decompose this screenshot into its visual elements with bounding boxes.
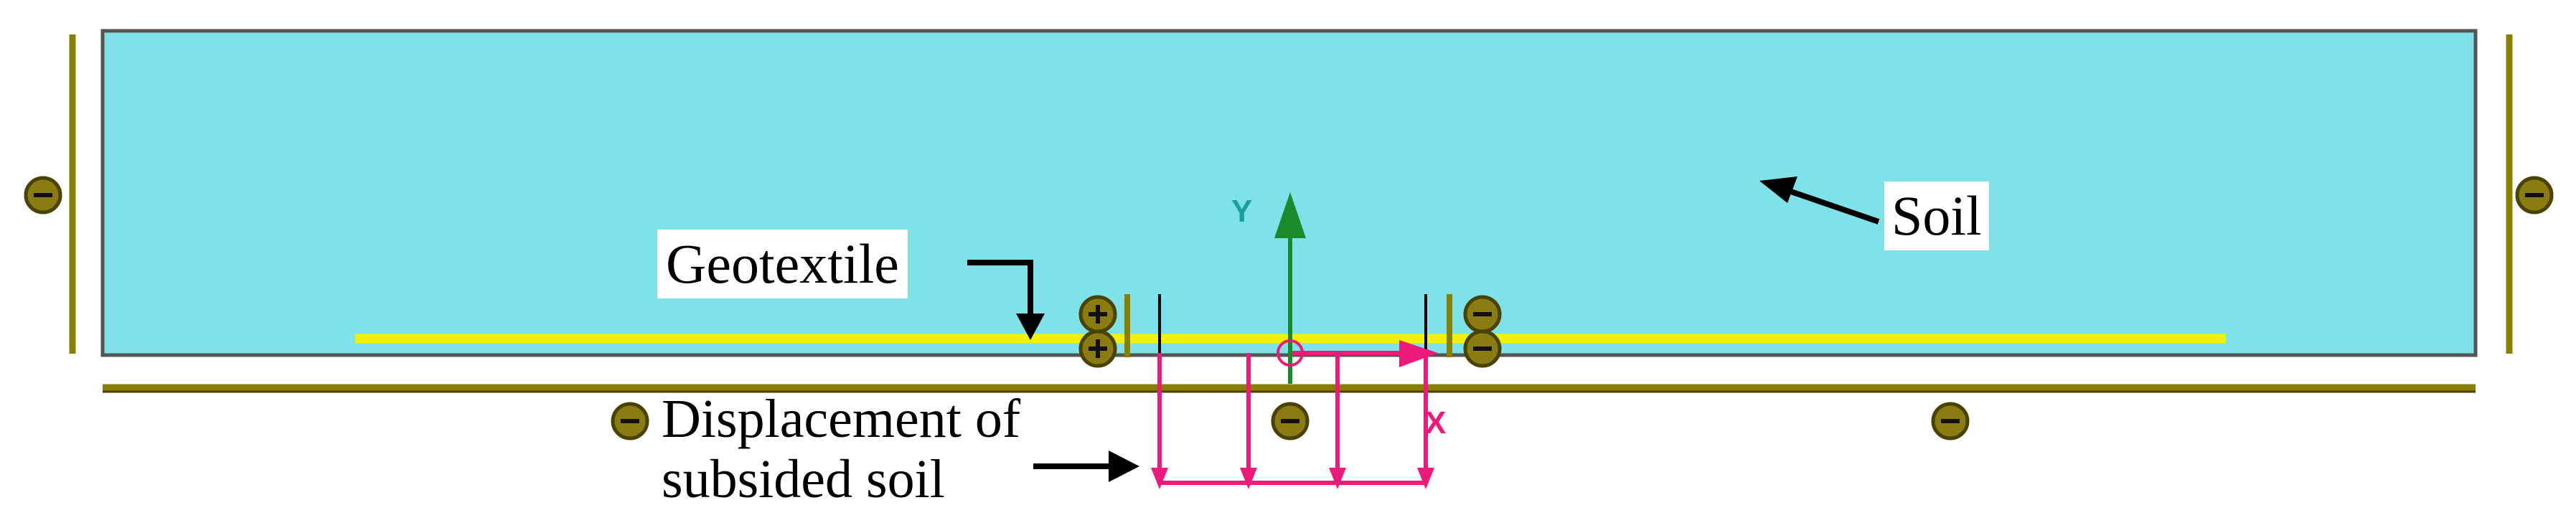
soil-pointer-arrow — [1759, 176, 1880, 225]
x-axis-label: X — [1425, 405, 1447, 440]
y-axis-label: Y — [1231, 194, 1253, 229]
left-connector-symbol-bottom — [1078, 329, 1117, 368]
displacement-arrowhead-1 — [1151, 468, 1168, 489]
displacement-label: Displacement of subsided soil — [662, 389, 1020, 509]
geotextile-pointer-arrow — [967, 260, 1045, 340]
displacement-arrowhead-4 — [1417, 468, 1434, 489]
displacement-arrowhead-2 — [1240, 468, 1257, 489]
right-wall-support-symbol — [2515, 176, 2554, 214]
displacement-arrowhead-3 — [1329, 468, 1346, 489]
x-axis-arrowhead — [1399, 340, 1438, 367]
bottom-support-symbol-1 — [611, 402, 649, 440]
displacement-label-line-2: subsided soil — [662, 449, 945, 509]
soil-label: Soil — [1884, 182, 1989, 250]
displacement-label-line-1: Displacement of — [662, 389, 1021, 449]
origin-marker — [1277, 339, 1304, 367]
left-connector-symbol-top — [1078, 295, 1117, 334]
right-connector-symbol-bottom — [1463, 329, 1502, 368]
displacement-profile — [1151, 353, 1434, 489]
displacement-pointer-arrow — [1033, 451, 1139, 482]
bottom-support-symbol-3 — [1931, 402, 1970, 440]
support-symbols — [24, 176, 2554, 440]
left-wall-support-symbol — [24, 176, 62, 214]
bottom-support-symbol-2 — [1271, 402, 1310, 440]
y-axis-arrowhead — [1274, 192, 1306, 238]
geotextile-label: Geotextile — [657, 230, 908, 298]
right-connector-symbol-top — [1463, 295, 1502, 334]
